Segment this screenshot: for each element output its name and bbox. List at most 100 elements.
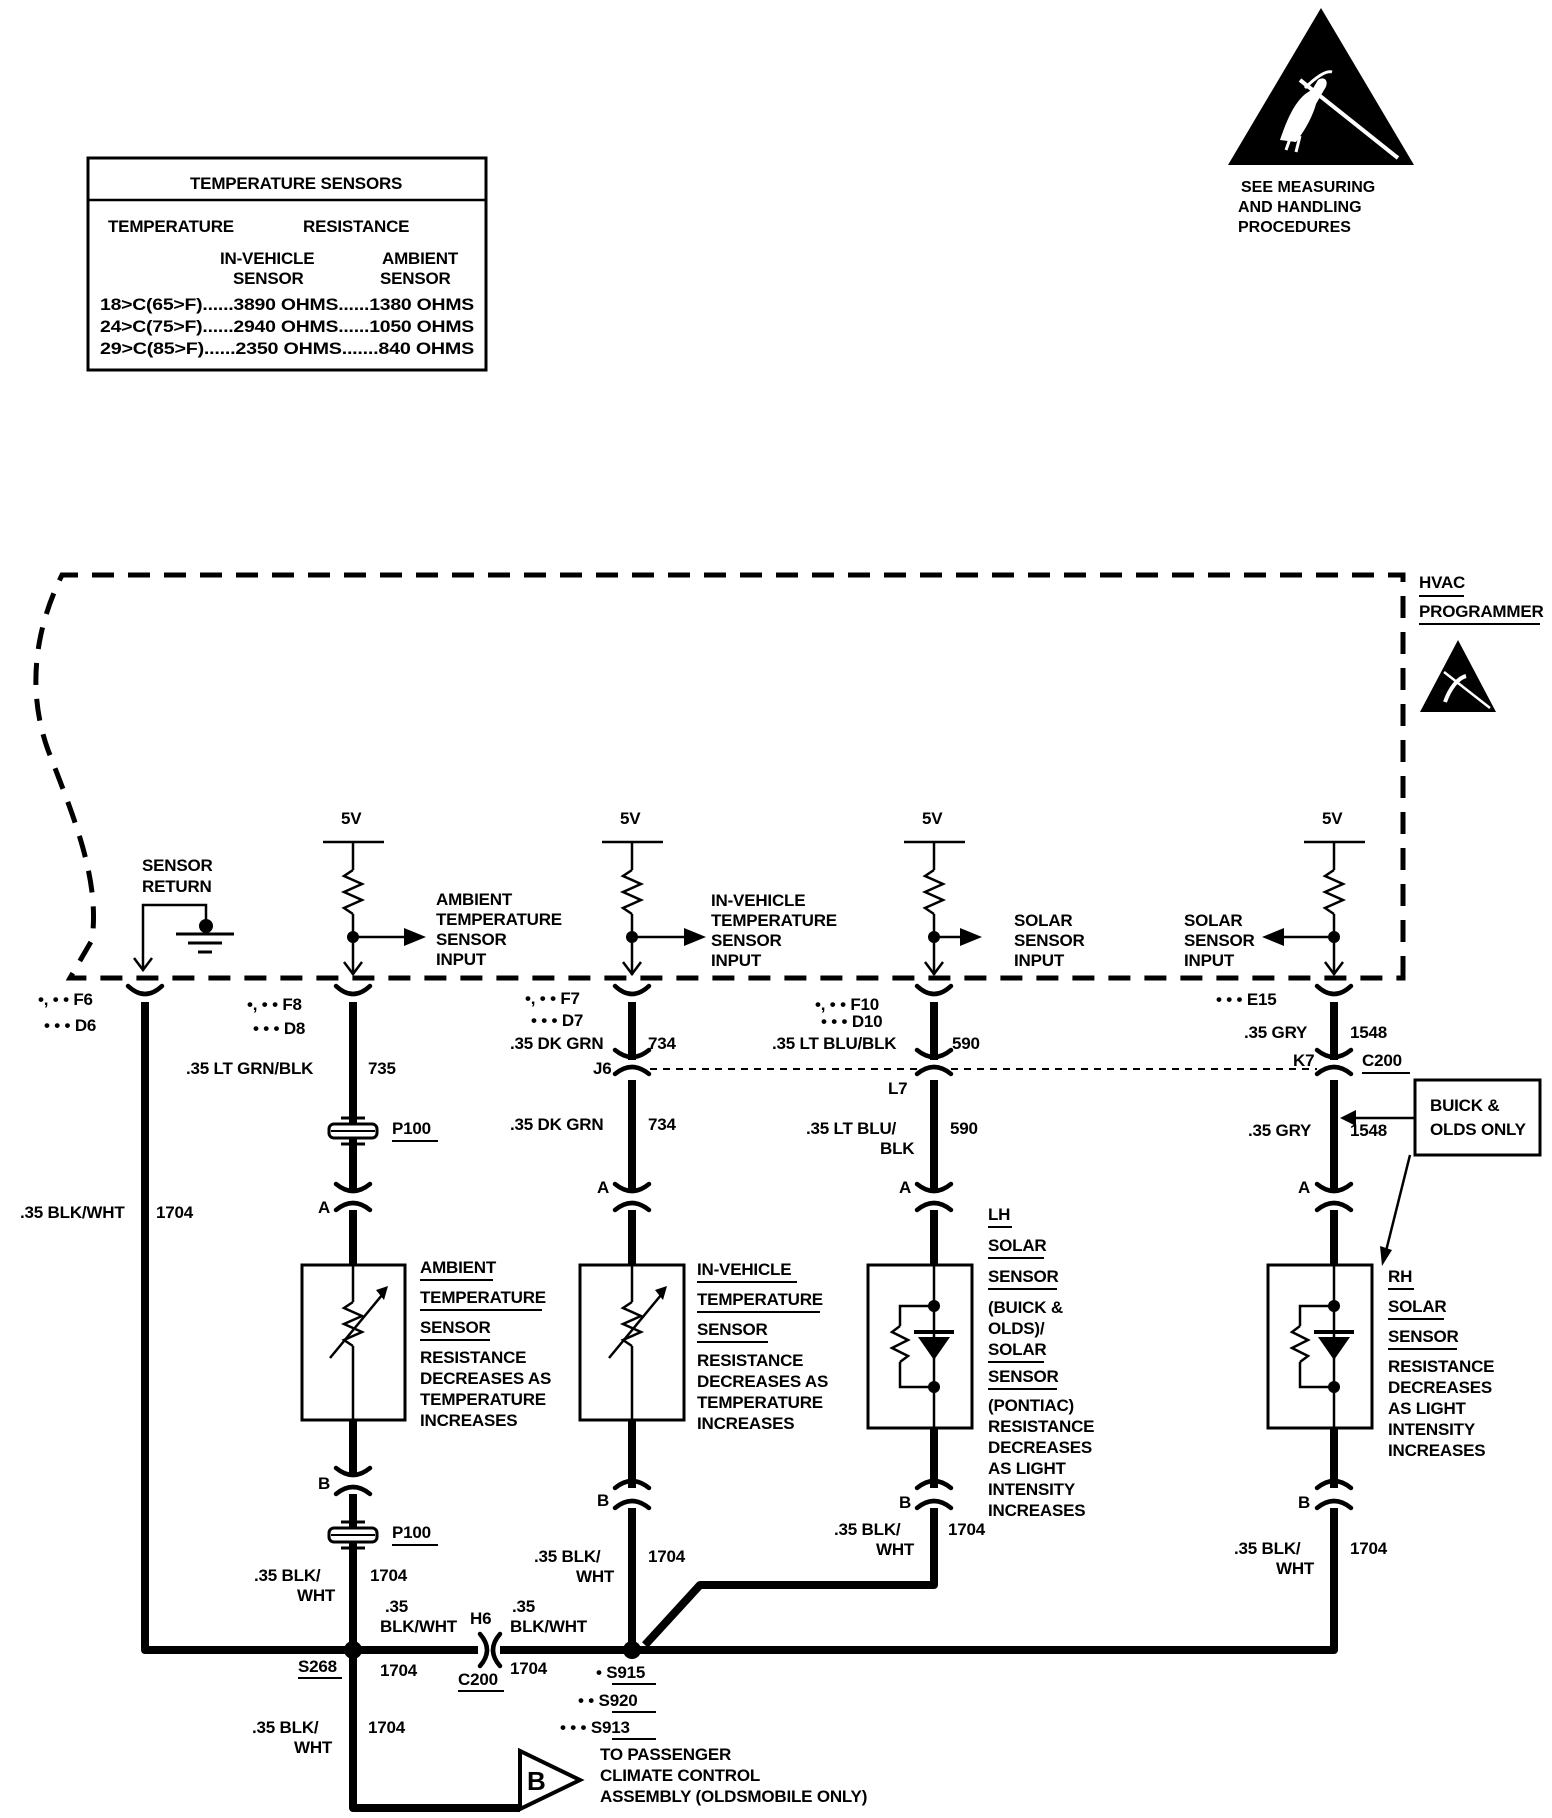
wire-label: .35 LT GRN/BLK (186, 1059, 314, 1078)
sensor-connector-b (333, 1465, 1354, 1511)
wire-label: .35 BLK/ (1234, 1539, 1301, 1558)
ambient-sensor-name: AMBIENT (420, 1258, 497, 1277)
offpage-text: ASSEMBLY (OLDSMOBILE ONLY) (600, 1787, 867, 1806)
offpage-connector-b (518, 1747, 585, 1813)
wire-label: .35 BLK/WHT (20, 1203, 125, 1222)
connector-k7-label: K7 (1293, 1051, 1314, 1070)
wire-1704-lh-solar-ground (642, 1508, 938, 1648)
offpage-letter: B (527, 1766, 546, 1796)
invehicle-input-label: INPUT (711, 951, 762, 970)
lh-solar-name2: SENSOR (988, 1367, 1059, 1386)
pin-b-label: B (1298, 1493, 1310, 1512)
wire-label: .35 DK GRN (510, 1115, 603, 1134)
lh-solar-input-label: SENSOR (1014, 931, 1085, 950)
rh-solar-input-label: SENSOR (1184, 931, 1255, 950)
rh-solar-input-label: INPUT (1184, 951, 1235, 970)
lh-solar-pullup-circuit (904, 840, 982, 977)
lh-solar-desc: DECREASES (988, 1438, 1092, 1457)
lh-solar-name: SOLAR (988, 1236, 1047, 1255)
pin-d6-label: • • • D6 (44, 1016, 96, 1035)
pin-a-label: A (1298, 1178, 1310, 1197)
lh-solar-input-label: INPUT (1014, 951, 1065, 970)
connector-h6-label: H6 (470, 1609, 491, 1628)
ambient-sensor-desc: RESISTANCE (420, 1348, 526, 1367)
invehicle-input-label: IN-VEHICLE (711, 891, 805, 910)
ambient-sensor-name: TEMPERATURE (420, 1288, 546, 1307)
pin-d10-label: • • • D10 (821, 1012, 882, 1031)
table-sub-invehicle-2: SENSOR (233, 269, 304, 288)
esd-notice-line-2: AND HANDLING (1238, 199, 1362, 216)
wire-label: 1548 (1350, 1023, 1387, 1042)
pin-b-label: B (597, 1491, 609, 1510)
wire-label: BLK/WHT (510, 1617, 588, 1636)
module-name-1: HVAC (1419, 573, 1465, 592)
pin-f7-label: •, • • F7 (525, 989, 580, 1008)
invehicle-input-label: TEMPERATURE (711, 911, 837, 930)
ambient-input-label: SENSOR (436, 930, 507, 949)
connector-l7-label: L7 (888, 1079, 907, 1098)
wire-label: 1704 (368, 1718, 406, 1737)
lh-solar-sub2: (PONTIAC) (988, 1396, 1074, 1415)
wire-label: WHT (576, 1567, 615, 1586)
table-sub-ambient-1: AMBIENT (382, 249, 459, 268)
wire-label: 735 (368, 1059, 396, 1078)
invehicle-sensor-desc: INCREASES (697, 1414, 794, 1433)
esd-notice-line-3: PROCEDURES (1238, 219, 1351, 236)
pin-b-label: B (899, 1493, 911, 1512)
table-sub-ambient-2: SENSOR (380, 269, 451, 288)
ambient-temperature-sensor (300, 1263, 407, 1422)
supply-5v-label: 5V (620, 809, 641, 828)
pin-a-label: A (318, 1198, 330, 1217)
pin-f6-label: •, • • F6 (38, 990, 93, 1009)
invehicle-sensor-name: SENSOR (697, 1320, 768, 1339)
connector-p100-label: P100 (392, 1119, 431, 1138)
rh-solar-name: SENSOR (1388, 1327, 1459, 1346)
table-col-temperature: TEMPERATURE (108, 217, 234, 236)
hvac-programmer-boundary (33, 572, 1406, 981)
table-col-resistance: RESISTANCE (303, 217, 409, 236)
lh-solar-name2: SOLAR (988, 1340, 1047, 1359)
wire-label: 1704 (380, 1661, 418, 1680)
connector-c200-label: C200 (1362, 1051, 1402, 1070)
wire-label: .35 GRY (1244, 1023, 1308, 1042)
supply-5v-label: 5V (1322, 809, 1343, 828)
ambient-sensor-desc: DECREASES AS (420, 1369, 551, 1388)
wire-label: .35 BLK/ (252, 1718, 319, 1737)
pin-f8-label: •, • • F8 (247, 995, 302, 1014)
lh-solar-name: LH (988, 1205, 1010, 1224)
wire-label: 1704 (948, 1520, 986, 1539)
wire-label: .35 (512, 1597, 535, 1616)
invehicle-sensor-name: IN-VEHICLE (697, 1260, 791, 1279)
lh-solar-desc: AS LIGHT (988, 1459, 1067, 1478)
wire-label: 734 (648, 1034, 677, 1053)
wire-label: BLK/WHT (380, 1617, 458, 1636)
wire-label: BLK (880, 1139, 915, 1158)
wire-label: WHT (1276, 1559, 1315, 1578)
table-title: TEMPERATURE SENSORS (190, 174, 402, 193)
pin-f10-label: •, • • F10 (815, 995, 879, 1014)
offpage-text: CLIMATE CONTROL (600, 1766, 760, 1785)
invehicle-temperature-sensor (578, 1263, 686, 1422)
p100-grommet-top (327, 1116, 379, 1146)
invehicle-input-label: SENSOR (711, 931, 782, 950)
wire-label: .35 BLK/ (834, 1520, 901, 1539)
wire-label: 1704 (510, 1659, 548, 1678)
wire-label: 1704 (1350, 1539, 1388, 1558)
p100-grommet-bottom (327, 1520, 379, 1550)
rh-solar-pullup-circuit (1262, 840, 1365, 977)
rh-solar-desc: INCREASES (1388, 1441, 1485, 1460)
rh-solar-name: SOLAR (1388, 1297, 1447, 1316)
pin-d8-label: • • • D8 (253, 1019, 305, 1038)
module-connector-pins (125, 983, 1354, 997)
table-row: 24>C(75>F)......2940 OHMS......1050 OHMS (100, 317, 474, 336)
rh-solar-desc: INTENSITY (1388, 1420, 1476, 1439)
ambient-sensor-desc: INCREASES (420, 1411, 517, 1430)
splice-s915 (623, 1641, 641, 1659)
wire-1704-sensor-return (141, 1002, 353, 1654)
invehicle-sensor-desc: DECREASES AS (697, 1372, 828, 1391)
ground-symbol-icon (133, 903, 234, 973)
module-name-2: PROGRAMMER (1419, 602, 1544, 621)
connector-j6-label: J6 (593, 1059, 612, 1078)
wire-label: .35 BLK/ (254, 1566, 321, 1585)
